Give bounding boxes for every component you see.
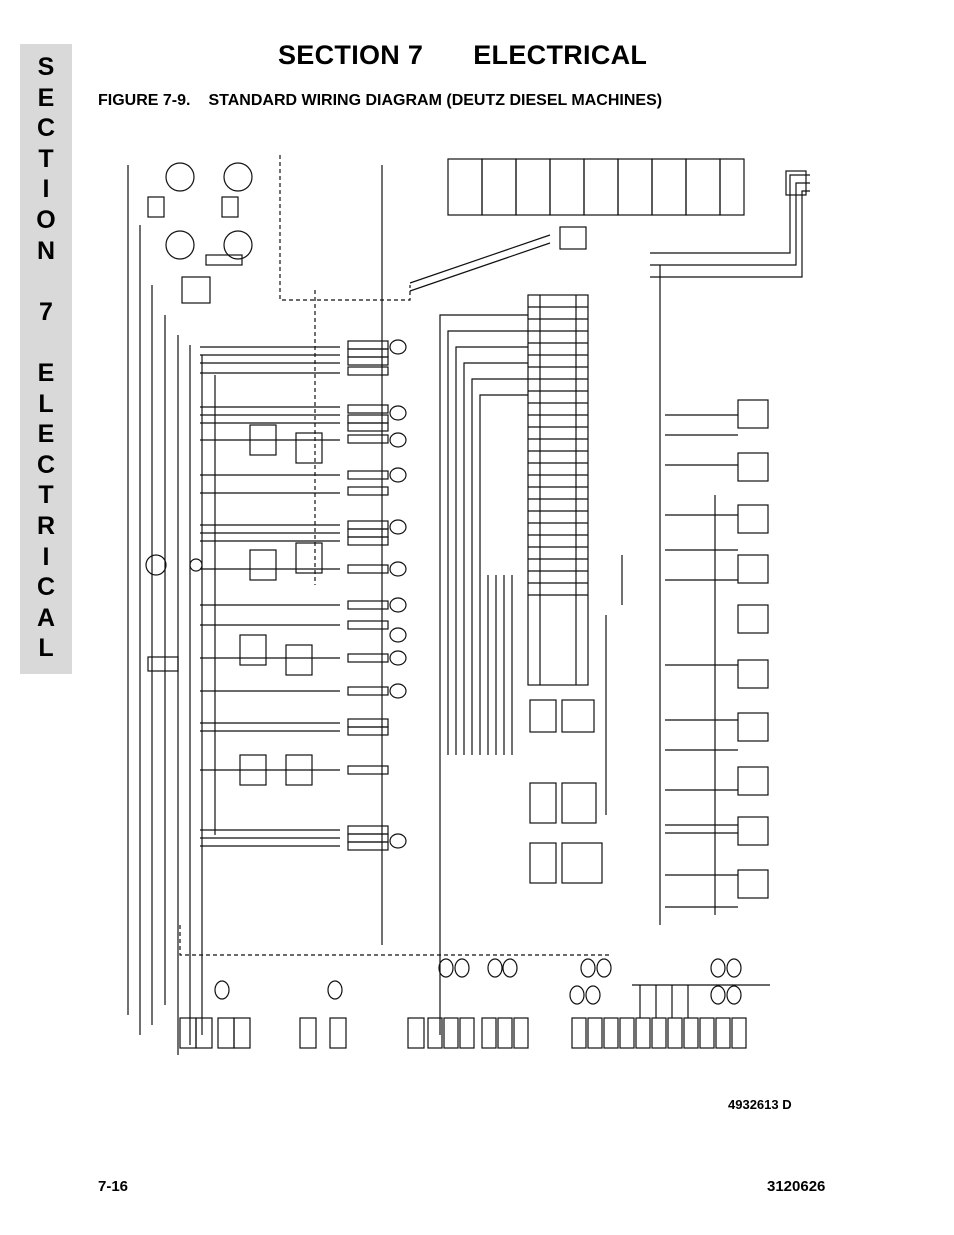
side-tab-letter: N [36, 236, 56, 265]
section-name: ELECTRICAL [473, 40, 648, 70]
side-tab-letter: A [36, 603, 56, 632]
side-tab-letter: I [42, 175, 50, 204]
side-tab-letter: T [38, 481, 54, 510]
section-side-tab: S E C T I O N 7 E L E C T R I C A L [20, 44, 72, 674]
side-tab-letter [20, 327, 72, 358]
side-tab-letter: C [36, 450, 56, 479]
side-tab-letter: C [36, 573, 56, 602]
side-tab-letter: E [37, 420, 55, 449]
document-number: 3120626 [767, 1178, 826, 1195]
side-tab-letter: E [37, 83, 55, 112]
figure-caption: STANDARD WIRING DIAGRAM (DEUTZ DIESEL MA… [208, 92, 663, 109]
side-tab-letter: L [38, 634, 54, 663]
section-number: SECTION 7 [278, 40, 424, 70]
section-title: SECTION 7 ELECTRICAL [278, 40, 647, 71]
side-tab-letter: L [38, 389, 54, 418]
page-number: 7-16 [98, 1178, 129, 1195]
side-tab-letter [20, 266, 72, 297]
figure-label: FIGURE 7-9. [98, 92, 191, 109]
side-tab-letter: C [36, 114, 56, 143]
side-tab-letter: T [38, 144, 54, 173]
side-tab-letters: S E C T I O N 7 E L E C T R I C A L [20, 52, 72, 664]
side-tab-letter: 7 [39, 297, 53, 326]
side-tab-letter: O [36, 205, 56, 234]
figure-title: FIGURE 7-9. STANDARD WIRING DIAGRAM (DEUT… [98, 92, 662, 110]
drawing-number: 4932613 D [728, 1097, 792, 1112]
wiring-diagram [127, 155, 810, 1055]
side-tab-letter: S [37, 53, 55, 81]
side-tab-letter: R [36, 511, 56, 540]
side-tab-letter: E [37, 358, 55, 387]
side-tab-letter: I [42, 542, 50, 571]
